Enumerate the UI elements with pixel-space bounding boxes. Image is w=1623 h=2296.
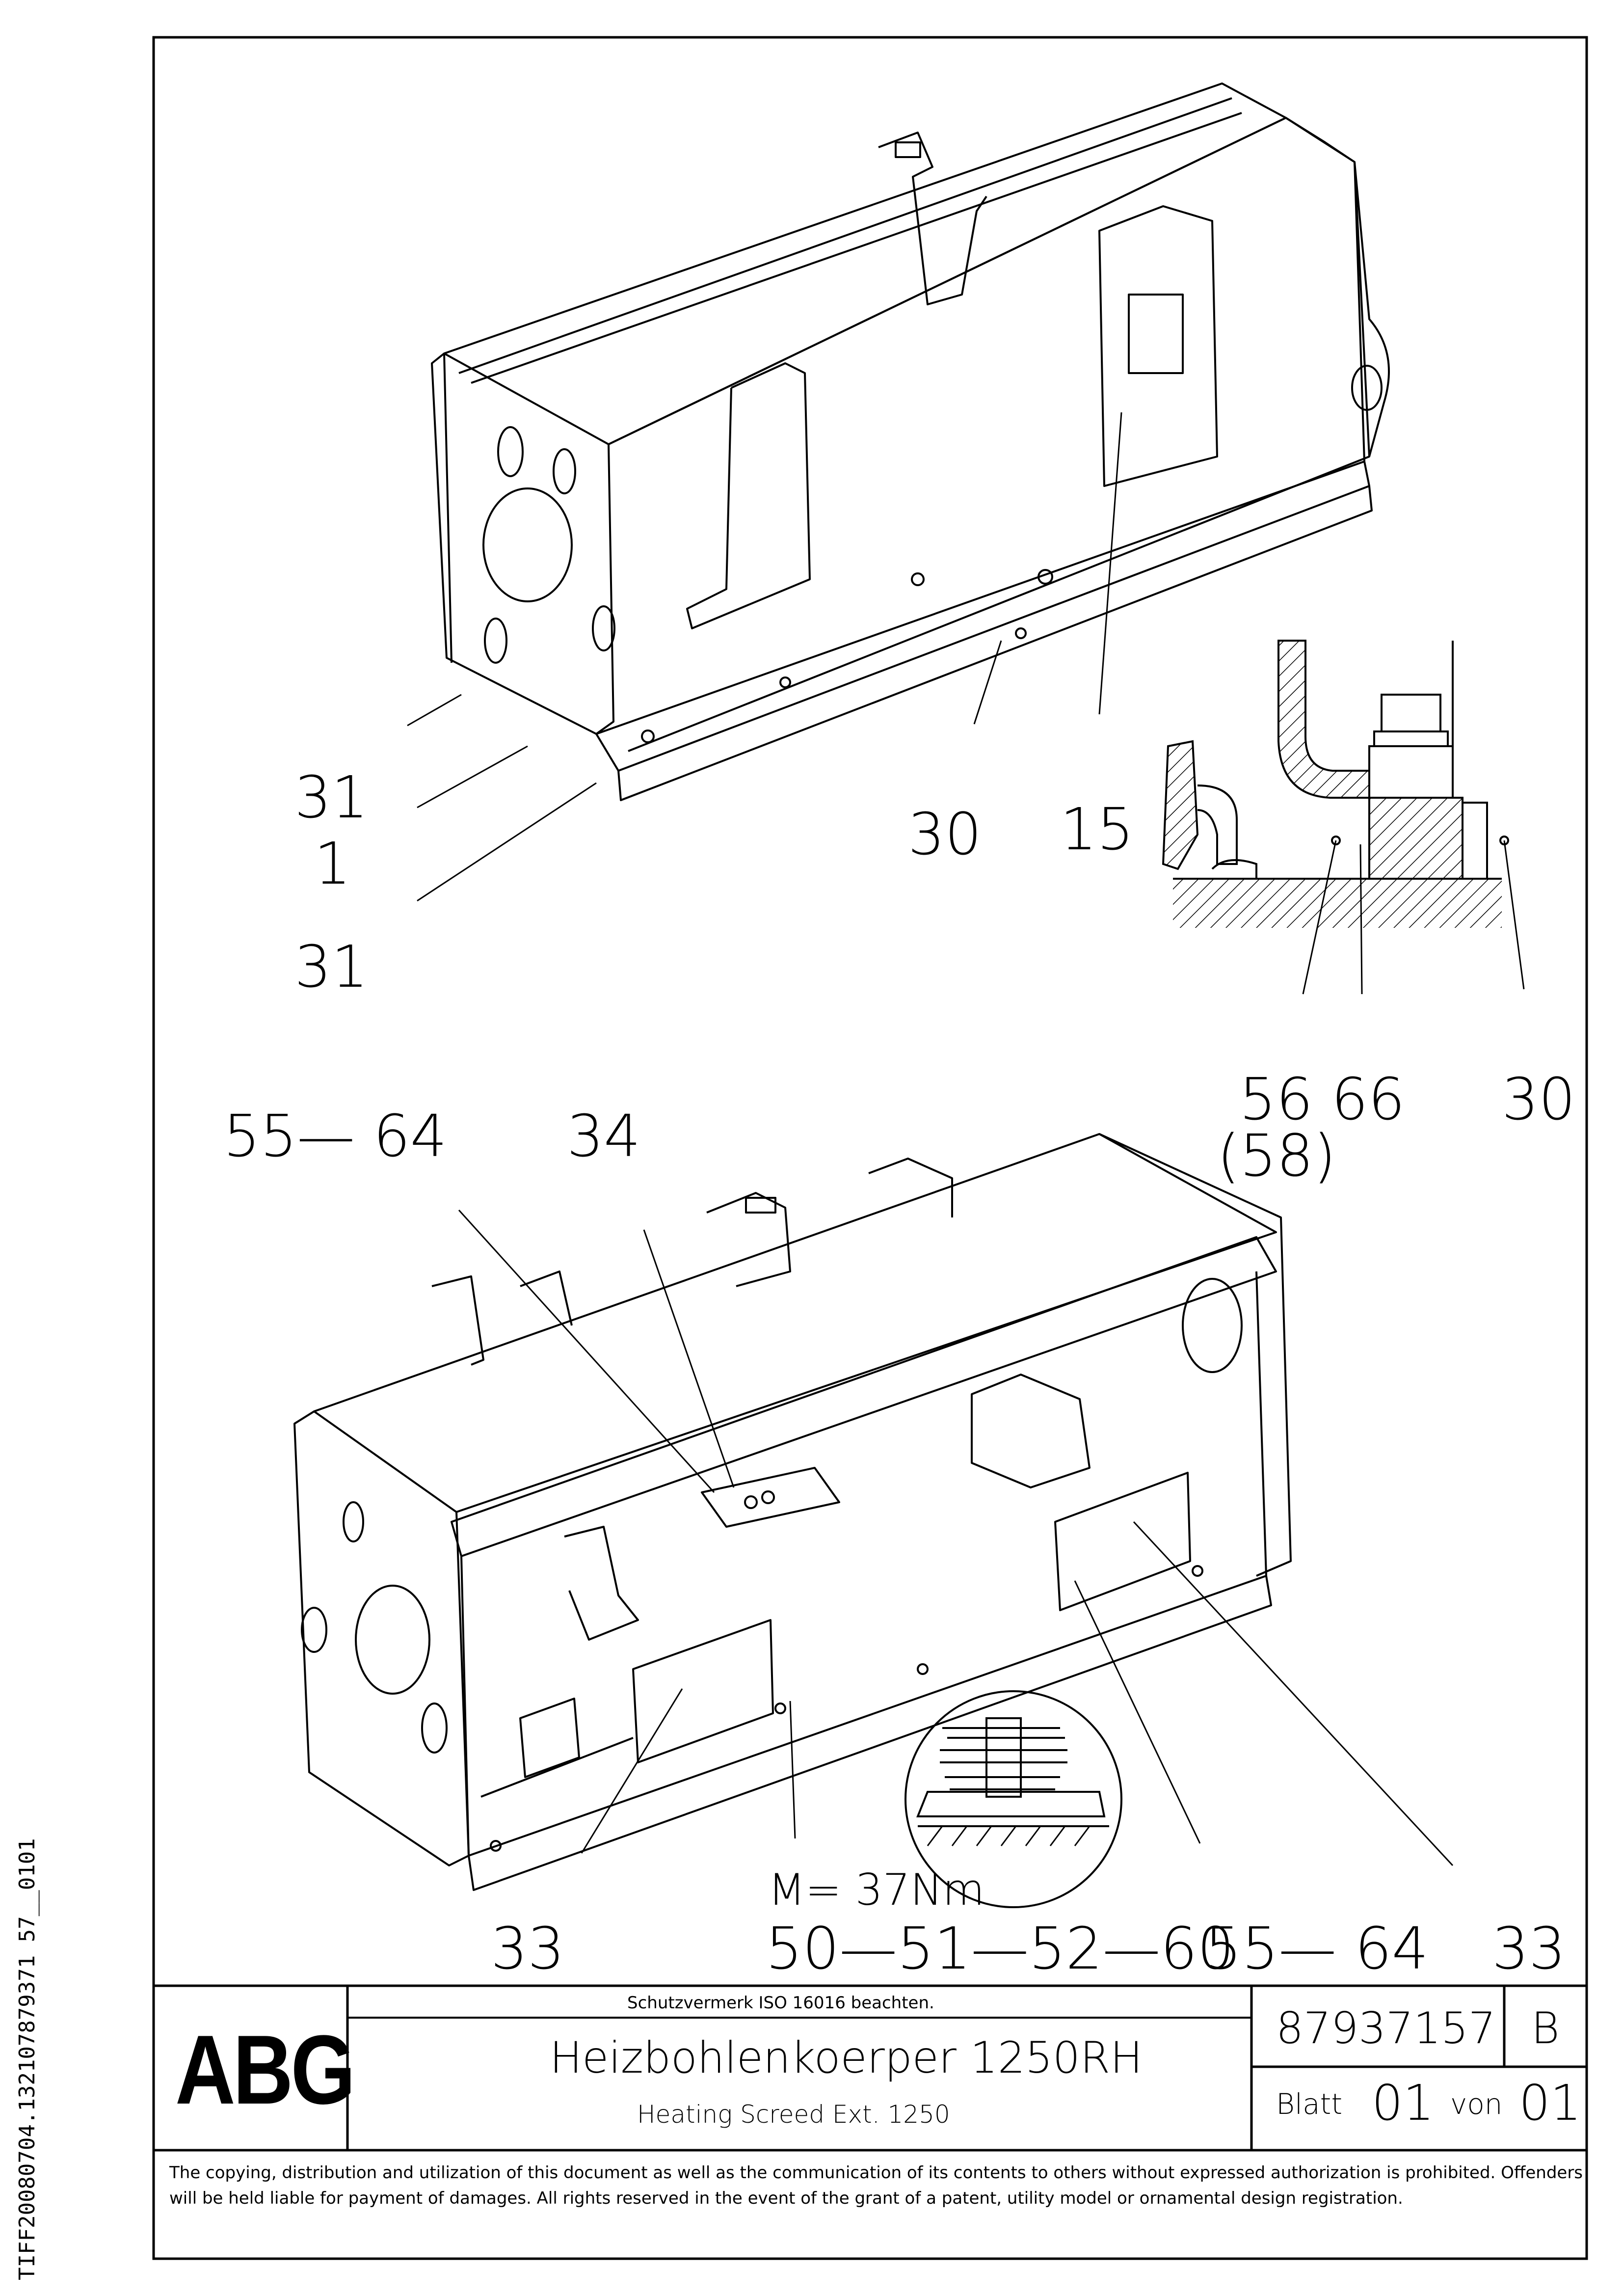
bottom-screed-view [293,1133,1292,1891]
callout-1: 1 [314,830,351,897]
torque-label: M= 37Nm [768,1864,984,1915]
callout-58: (58) [1217,1122,1336,1189]
callout-15: 15 [1060,795,1134,863]
torque-detail [905,1690,1122,1908]
side-file-code: TIFF20080704.132107879371 57__0101 [15,1838,40,2280]
title-block-grid [154,1984,1587,2152]
callout-33-right: 33 [1492,1915,1566,1982]
detail-section [1162,640,1509,928]
leaders-top [407,412,1122,902]
sheet-number: 01 [1372,2074,1435,2132]
callout-31-upper: 31 [294,763,368,831]
protection-note: Schutzvermerk ISO 16016 beachten. [627,1993,934,2013]
leaders-bottom [458,1209,1454,1866]
title-german: Heizbohlenkoerper 1250RH [550,2032,1143,2083]
callout-34: 34 [567,1102,640,1170]
top-screed-view [431,82,1390,801]
of-label: von [1450,2087,1503,2121]
sheet-label: Blatt [1276,2087,1343,2121]
leaders-detail [1302,840,1525,995]
revision: B [1531,2003,1560,2053]
callout-55-64-top: 55— 64 [223,1102,447,1170]
callout-31-lower: 31 [294,933,368,1000]
callout-labels: 31 1 31 30 15 56 66 (58) 30 55— 64 34 M=… [223,763,1575,1982]
copyright-notice: The copying, distribution and utilizatio… [169,2163,1583,2208]
part-number: 87937157 [1276,2003,1496,2053]
callout-30-detail: 30 [1502,1065,1575,1133]
drawing-frame [152,36,1588,2260]
callout-33-left: 33 [491,1915,564,1982]
callout-50-60: 50—51—52—60 [766,1915,1234,1982]
title-english: Heating Screed Ext. 1250 [637,2100,950,2129]
sheet-total: 01 [1519,2074,1582,2132]
callout-55-64-bottom: 55— 64 [1205,1915,1429,1982]
abg-logo: ABG [175,2015,356,2125]
callout-30-top: 30 [908,800,982,868]
callout-56-66: 56 66 [1239,1065,1405,1133]
